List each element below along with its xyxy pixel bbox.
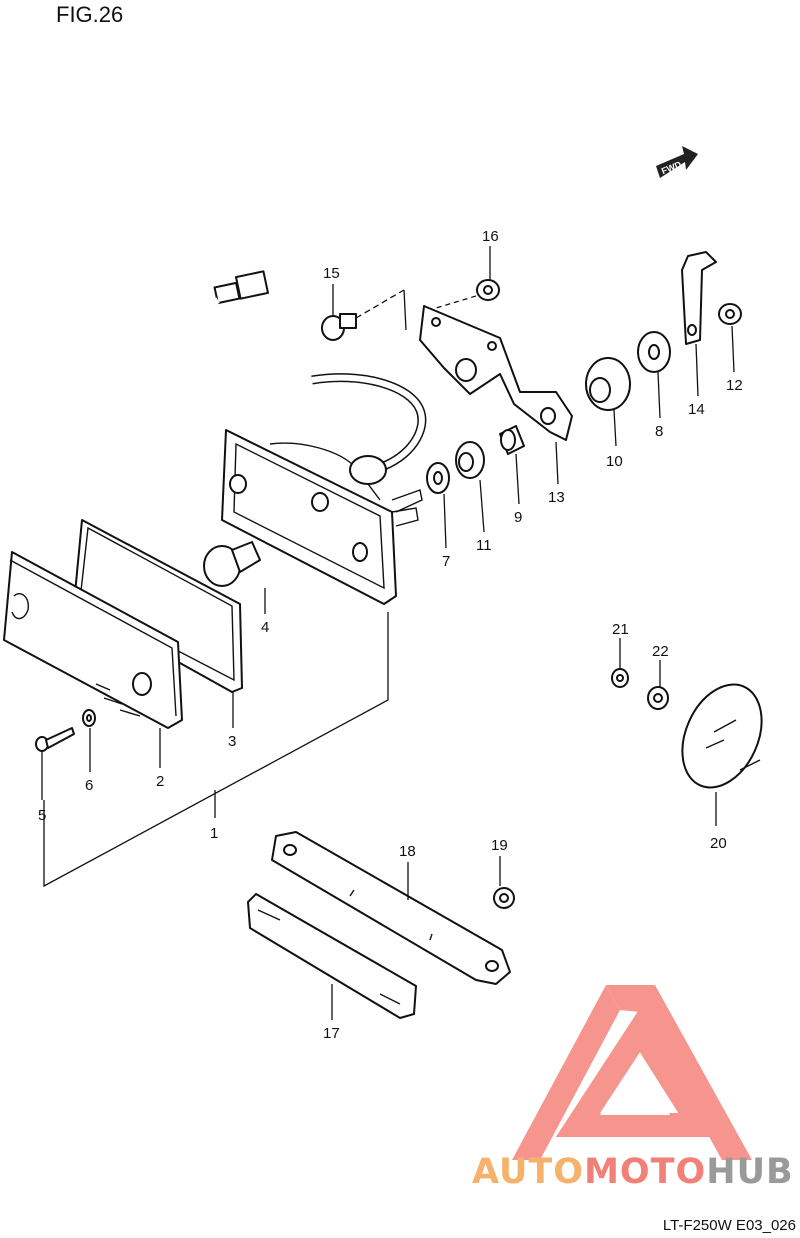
callout-17: 17: [323, 1025, 340, 1042]
washer-7: [426, 462, 450, 494]
washer-21: [611, 668, 629, 688]
reflector-17: [247, 893, 417, 1019]
callout-labels: 1 2 3 4 5 6 7 8 9 10 11 12 13 14 15 16 1…: [38, 228, 743, 1042]
callout-18: 18: [399, 843, 416, 860]
assembly-bracket-line: [43, 612, 389, 888]
callout-6: 6: [85, 777, 93, 794]
callout-4: 4: [261, 619, 269, 636]
watermark-logo-mark: [512, 985, 752, 1160]
washer-8: [637, 331, 671, 373]
leader-lines: [41, 246, 735, 1020]
callout-5: 5: [38, 807, 46, 824]
watermark-text: AUTOMOTOHUB: [472, 1152, 794, 1192]
callout-19: 19: [491, 837, 508, 854]
callout-16: 16: [482, 228, 499, 245]
washer-22: [647, 686, 669, 710]
watermark-auto: AUTO: [472, 1152, 585, 1192]
bracket-13: [419, 305, 573, 441]
callout-9: 9: [514, 509, 522, 526]
figure-code: LT-F250W E03_026: [662, 1217, 796, 1234]
watermark-hub: HUB: [706, 1152, 794, 1192]
nut-16: [435, 279, 500, 309]
lens: [3, 551, 183, 729]
callout-7: 7: [442, 553, 450, 570]
watermark-moto: MOTO: [584, 1152, 707, 1192]
callout-12: 12: [726, 377, 743, 394]
callout-1: 1: [210, 825, 218, 842]
cushion-10: [585, 357, 631, 411]
screw: [35, 727, 75, 752]
nut-12: [718, 303, 742, 325]
callout-20: 20: [710, 835, 727, 852]
collar-9: [499, 425, 525, 455]
callout-14: 14: [688, 401, 705, 418]
callout-13: 13: [548, 489, 565, 506]
callout-22: 22: [652, 643, 669, 660]
figure-title: FIG.26: [56, 2, 124, 27]
callout-15: 15: [323, 265, 340, 282]
grommet-11: [455, 441, 485, 479]
nut-19: [493, 887, 515, 909]
washer-6: [82, 709, 96, 727]
fwd-label: FWD: [660, 159, 683, 176]
wire-harness: [189, 270, 427, 473]
callout-2: 2: [156, 773, 164, 790]
lamp-housing: [221, 429, 423, 605]
reflector-20: [681, 683, 763, 789]
callout-10: 10: [606, 453, 623, 470]
bolt-15: [321, 289, 407, 341]
bracket-18: [271, 831, 511, 985]
bulb: [203, 541, 261, 587]
callout-21: 21: [612, 621, 629, 638]
bracket-14: [681, 251, 717, 345]
callout-11: 11: [476, 537, 492, 554]
fwd-arrow-icon: FWD: [656, 146, 698, 178]
callout-8: 8: [655, 423, 663, 440]
callout-3: 3: [228, 733, 236, 750]
